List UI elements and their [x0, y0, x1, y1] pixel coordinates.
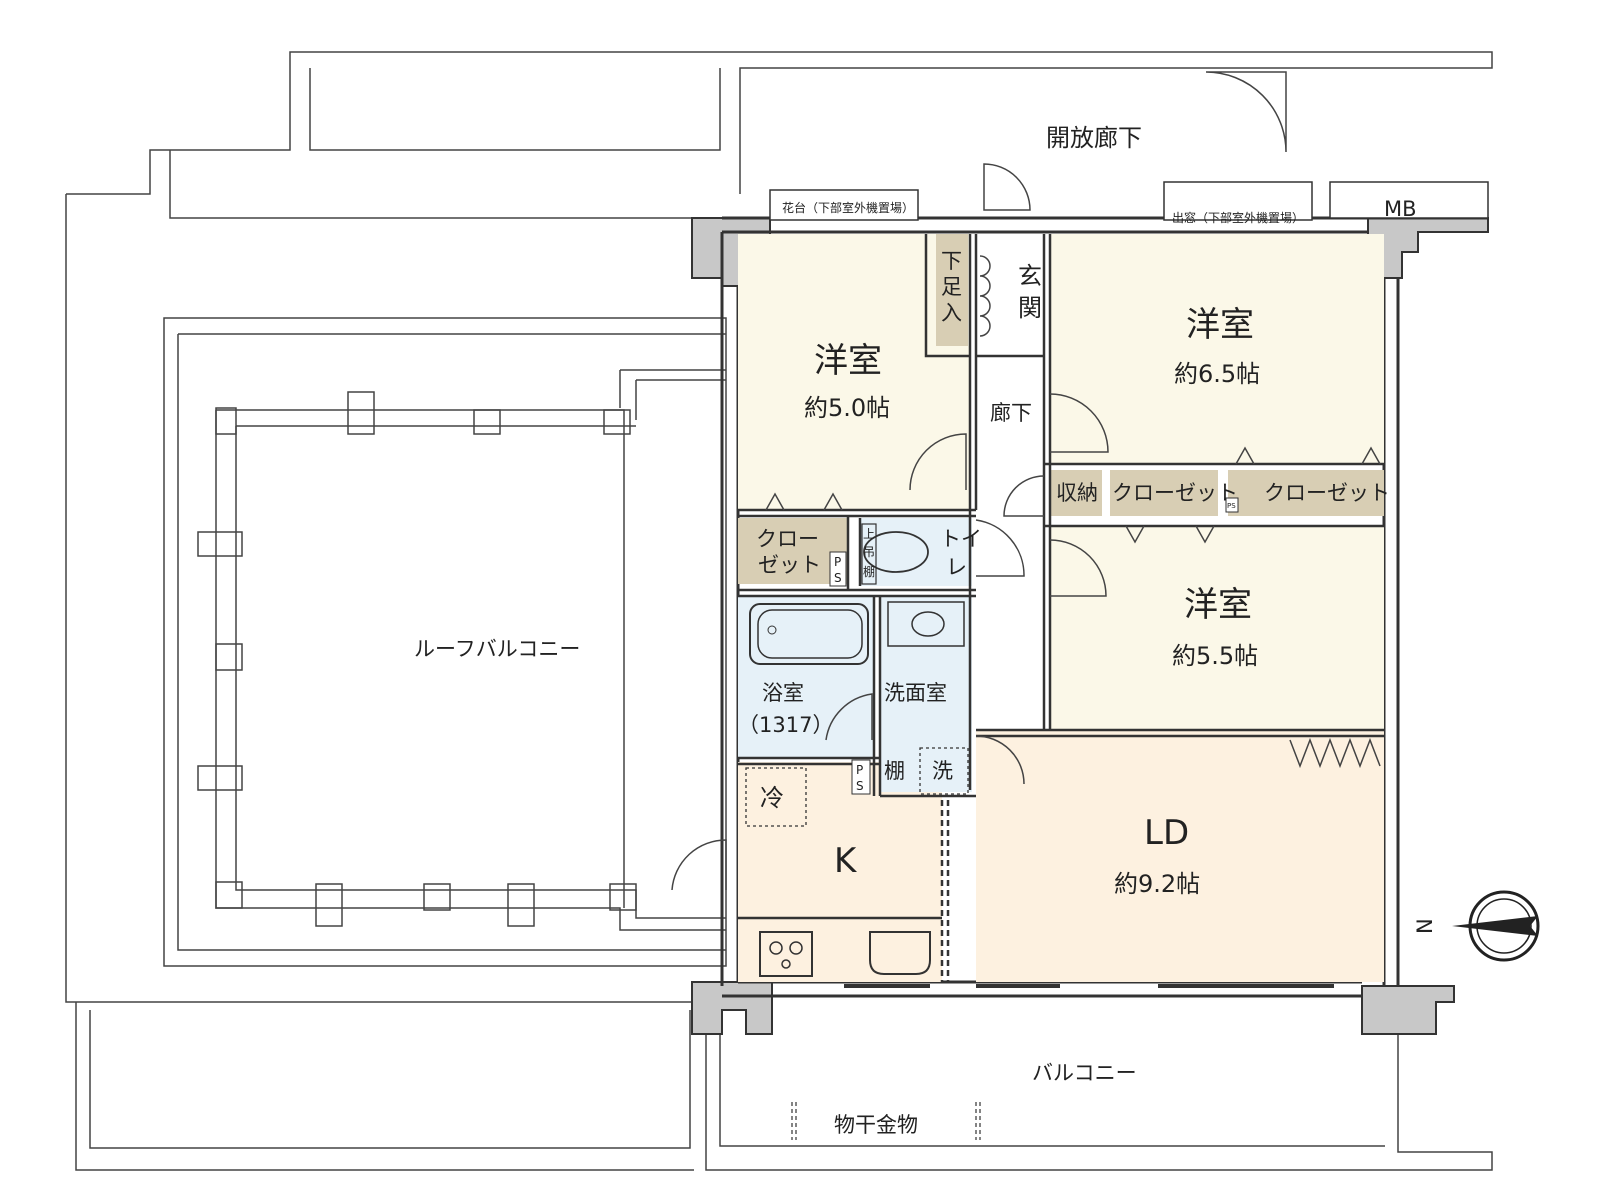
- label-toilet-1: トイ: [940, 527, 982, 551]
- label-hallway: 廊下: [990, 401, 1032, 425]
- label-shoe-3: 入: [941, 301, 962, 325]
- label-room-c-size: 約5.5帖: [1172, 642, 1258, 670]
- label-shelf: 棚: [884, 759, 905, 783]
- label-room-b-name: 洋室: [1186, 305, 1254, 345]
- label-roof-balcony: ルーフバルコニー: [414, 637, 580, 661]
- label-room-a-name: 洋室: [814, 341, 882, 381]
- label-north: N: [1413, 918, 1437, 934]
- rooms: [738, 234, 1384, 982]
- label-washroom: 洗面室: [884, 681, 947, 705]
- label-ps-2b: S: [856, 779, 864, 793]
- label-laundry-hardware: 物干金物: [834, 1113, 918, 1137]
- toilet-fill: [860, 518, 972, 586]
- storage-fill: [1050, 470, 1102, 516]
- label-upper-shelf-3: 棚: [863, 564, 875, 579]
- washer-box: [919, 747, 969, 795]
- label-ps-2a: P: [856, 763, 863, 777]
- label-fridge: 冷: [760, 784, 784, 812]
- shoe-storage-fill: [936, 234, 968, 346]
- toilet-bowl: [863, 531, 929, 573]
- fixtures: [745, 497, 1239, 1140]
- ld-fill: [976, 730, 1384, 982]
- room-b-fill: [1050, 234, 1384, 464]
- label-upper-shelf-2: 吊: [863, 545, 875, 559]
- closet-b-fill: [1110, 470, 1218, 516]
- label-closet-small-1: クロー: [756, 527, 819, 551]
- label-ps-1a: P: [834, 555, 841, 569]
- label-shoe-1: 下: [941, 249, 962, 273]
- label-entrance-1: 玄: [1018, 262, 1042, 290]
- label-closet-1: クローゼット: [1112, 481, 1238, 505]
- label-bathroom-size: （1317）: [738, 713, 833, 737]
- label-entrance-2: 関: [1018, 294, 1042, 322]
- label-balcony: バルコニー: [1032, 1061, 1137, 1085]
- kitchen-fill: [738, 762, 942, 982]
- label-flower-stand: 花台（下部室外機置場）: [782, 200, 914, 215]
- label-room-a-size: 約5.0帖: [804, 394, 890, 422]
- label-washer: 洗: [932, 759, 953, 783]
- label-open-corridor: 開放廊下: [1046, 124, 1142, 152]
- fridge-box: [745, 767, 807, 827]
- label-bathroom-name: 浴室: [762, 681, 804, 705]
- washbasin: [887, 601, 965, 647]
- labels: 開放廊下 花台（下部室外機置場） 出窓（下部室外機置場） MB 玄 関 下 足 …: [414, 124, 1437, 1137]
- label-shoe-2: 足: [941, 275, 962, 299]
- label-closet-2: クローゼット: [1264, 481, 1390, 505]
- bathtub: [749, 603, 869, 665]
- room-c-fill: [1050, 526, 1384, 730]
- north-compass: [1452, 890, 1540, 962]
- closet-c-fill: [1228, 470, 1384, 516]
- label-ps-small: PS: [1227, 502, 1236, 510]
- label-ps-1b: S: [834, 571, 842, 585]
- label-closet-small-2: ゼット: [758, 553, 821, 577]
- bath-fill: [738, 596, 874, 758]
- label-mb: MB: [1384, 197, 1417, 221]
- label-upper-shelf-1: 上: [863, 527, 875, 541]
- label-kitchen: K: [834, 841, 858, 881]
- label-room-b-size: 約6.5帖: [1174, 360, 1260, 388]
- outdoor-outlines: [65, 51, 1493, 1171]
- label-toilet-2: レ: [946, 555, 967, 579]
- label-ld-name: LD: [1144, 813, 1189, 853]
- label-storage: 収納: [1056, 481, 1098, 505]
- doors: [671, 71, 1287, 891]
- room-a-fill: [738, 234, 970, 510]
- washroom-fill: [880, 596, 972, 792]
- label-ld-size: 約9.2帖: [1114, 870, 1200, 898]
- label-bay-window: 出窓（下部室外機置場）: [1172, 210, 1304, 225]
- closet-arrows: [765, 255, 1381, 769]
- stove: [759, 931, 813, 977]
- sink: [869, 931, 931, 975]
- label-room-c-name: 洋室: [1184, 585, 1252, 625]
